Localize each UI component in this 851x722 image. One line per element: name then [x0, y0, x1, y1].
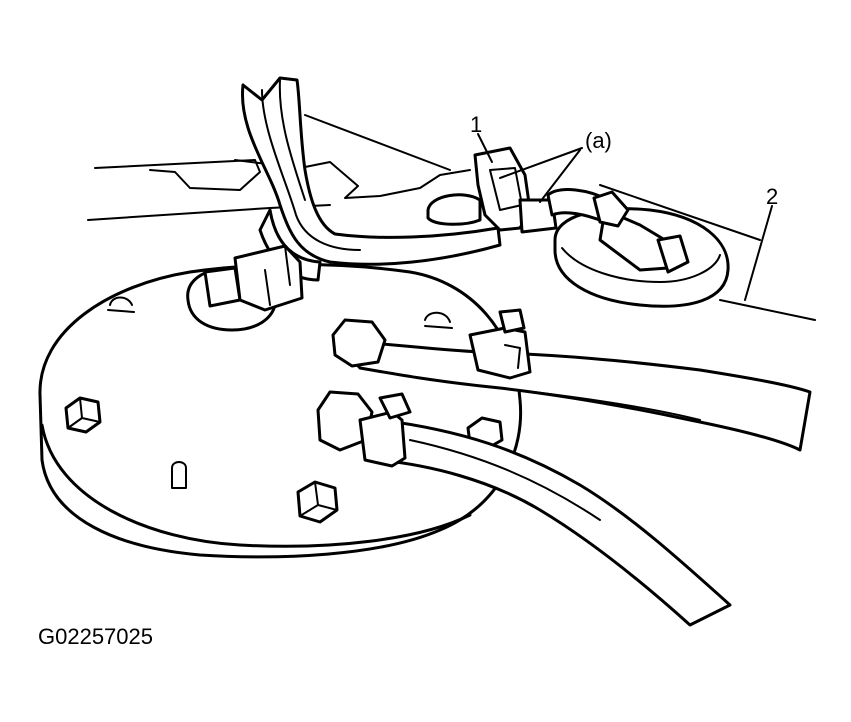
flange-clip-lower — [171, 461, 187, 489]
callout-label-1: 1 — [470, 112, 483, 137]
callout-leader-1 — [477, 133, 493, 163]
sender-hose-clip — [592, 190, 630, 228]
lower-fuel-hose — [376, 418, 732, 627]
callout-leader-2 — [744, 205, 773, 301]
pump-connector — [186, 244, 304, 332]
upper-hose-fitting — [331, 318, 387, 368]
pump-flange-plate — [38, 263, 523, 559]
callout-leader-a — [499, 147, 583, 203]
sender-unit — [553, 207, 730, 308]
callout-label-a: (a) — [585, 128, 612, 153]
flange-clip-center — [424, 311, 453, 329]
flange-bolt-left — [64, 396, 102, 434]
tank-top-outline — [87, 114, 816, 321]
upper-hose-clamp — [468, 308, 532, 380]
flange-bolt-bottom — [296, 480, 339, 524]
flange-clip-left — [107, 296, 135, 313]
lower-hose-clamp — [358, 392, 412, 468]
callout-label-2: 2 — [766, 184, 779, 209]
figure-id: G02257025 — [38, 624, 153, 649]
